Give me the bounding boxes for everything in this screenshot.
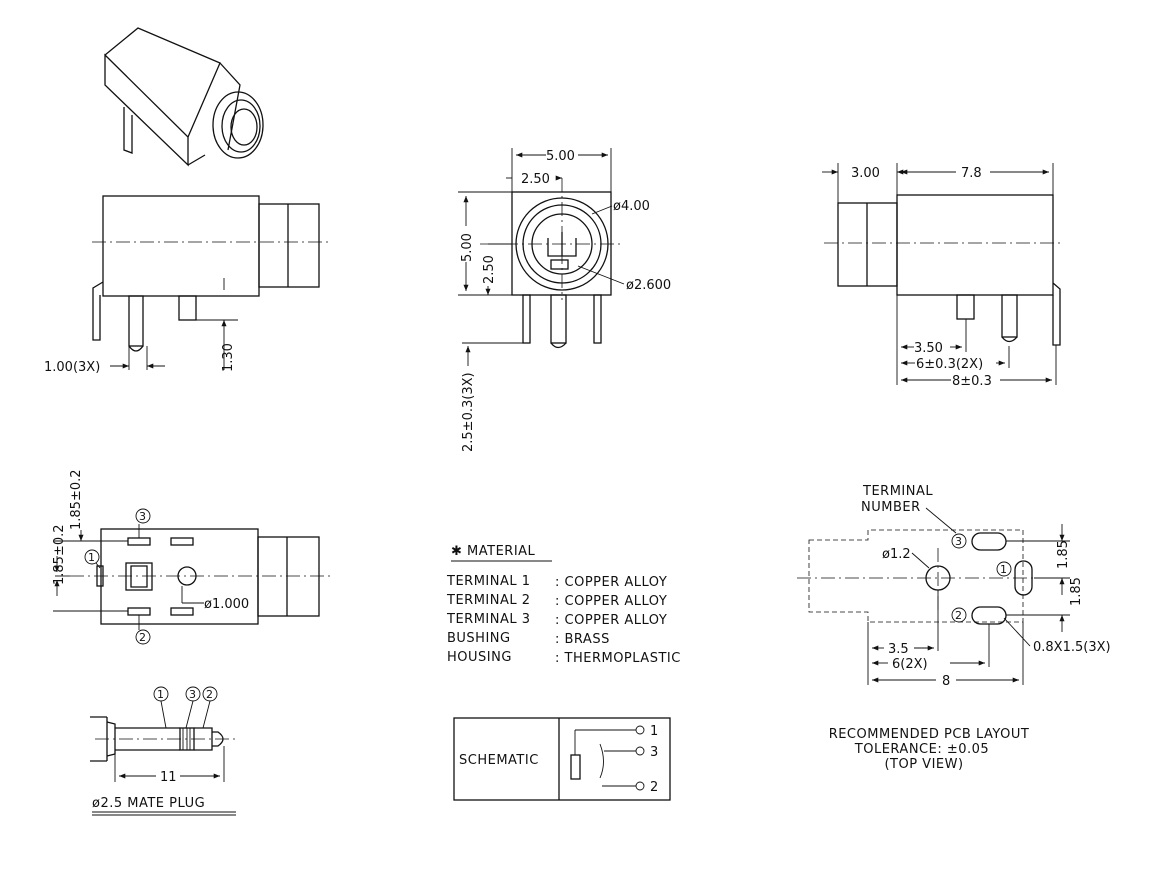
dim-plug-11: 11 bbox=[160, 770, 177, 785]
dim-bottom-185b: 1.85±0.2 bbox=[69, 469, 84, 530]
dim-pin-width: 1.00(3X) bbox=[44, 360, 100, 375]
dim-half-width: 2.50 bbox=[521, 172, 550, 187]
material-value: : COPPER ALLOY bbox=[555, 594, 667, 609]
bottom-view: ø1.000 3 1 2 1.85±0.2 1.85±0.2 bbox=[52, 469, 330, 645]
plug-callout-1: 1 bbox=[157, 688, 164, 701]
dim-bottom-dia: ø1.000 bbox=[204, 597, 249, 612]
material-rows: TERMINAL 1 : COPPER ALLOY TERMINAL 2 : COPP… bbox=[446, 574, 681, 666]
dim-pcb-8: 8 bbox=[942, 674, 950, 689]
material-value: : THERMOPLASTIC bbox=[555, 651, 681, 666]
material-part: TERMINAL 1 bbox=[446, 574, 531, 589]
pcb-layout: TERMINAL NUMBER 3 1 2 ø1.2 1.85 1.85 0.8… bbox=[797, 484, 1111, 772]
material-part: TERMINAL 2 bbox=[446, 593, 531, 608]
material-part: TERMINAL 3 bbox=[446, 612, 531, 627]
dim-pcb-35: 3.5 bbox=[888, 642, 909, 657]
mate-plug: 1 3 2 11 ø2.5 MATE PLUG bbox=[90, 686, 236, 816]
callout-3: 3 bbox=[139, 510, 146, 523]
material-heading: ✱ MATERIAL bbox=[451, 544, 536, 559]
dim-bottom-185a: 1.85±0.2 bbox=[52, 524, 67, 585]
pcb-caption-line2: TOLERANCE: ±0.05 bbox=[854, 742, 989, 757]
dim-pcb-6: 6(2X) bbox=[892, 657, 928, 672]
dim-pin-length: 2.5±0.3(3X) bbox=[461, 372, 476, 452]
pcb-caption-line3: (TOP VIEW) bbox=[884, 757, 963, 772]
mate-plug-caption: ø2.5 MATE PLUG bbox=[92, 796, 205, 811]
pcb-callout-3: 3 bbox=[955, 535, 962, 548]
dim-dia-inner: ø2.600 bbox=[626, 278, 671, 293]
dim-width-5: 5.00 bbox=[546, 149, 575, 164]
material-value: : COPPER ALLOY bbox=[555, 613, 667, 628]
callout-2: 2 bbox=[139, 631, 146, 644]
material-value: : COPPER ALLOY bbox=[555, 575, 667, 590]
dim-3-50: 3.50 bbox=[914, 341, 943, 356]
schematic-label: SCHEMATIC bbox=[459, 753, 539, 768]
material-value: : BRASS bbox=[555, 632, 610, 647]
material-part: BUSHING bbox=[447, 631, 511, 646]
schematic-box: SCHEMATIC 1 3 2 bbox=[453, 717, 671, 801]
dim-pcb-185a: 1.85 bbox=[1056, 540, 1071, 569]
dim-height-5: 5.00 bbox=[460, 233, 475, 262]
dim-pcb-dia: ø1.2 bbox=[882, 547, 911, 562]
schematic-pin-2: 2 bbox=[650, 780, 658, 795]
plug-callout-2: 2 bbox=[206, 688, 213, 701]
dim-1-30: 1.30 bbox=[221, 343, 236, 372]
material-table: ✱ MATERIAL TERMINAL 1: COPPER ALLOYTERMI… bbox=[446, 544, 681, 666]
dim-6-2x: 6±0.3(2X) bbox=[916, 357, 983, 372]
dim-pcb-slot: 0.8X1.5(3X) bbox=[1033, 640, 1111, 655]
plug-callout-3: 3 bbox=[189, 688, 196, 701]
callout-1: 1 bbox=[88, 551, 95, 564]
dim-half-height: 2.50 bbox=[482, 255, 497, 284]
front-view: 5.00 2.50 5.00 2.50 ø4.00 ø2.600 2.5±0.3… bbox=[458, 148, 671, 452]
left-side-view: 1.00(3X) 1.30 bbox=[44, 195, 332, 375]
pcb-callout-2: 2 bbox=[955, 609, 962, 622]
terminal-number-line1: TERMINAL bbox=[862, 484, 933, 499]
schematic-pin-3: 3 bbox=[650, 745, 658, 760]
dim-pcb-185b: 1.85 bbox=[1069, 577, 1084, 606]
dim-dia-outer: ø4.00 bbox=[613, 199, 650, 214]
material-part: HOUSING bbox=[447, 650, 512, 665]
pcb-callout-1: 1 bbox=[1000, 563, 1007, 576]
pcb-caption-line1: RECOMMENDED PCB LAYOUT bbox=[829, 727, 1030, 742]
dim-7-8: 7.8 bbox=[961, 166, 982, 181]
terminal-number-line2: NUMBER bbox=[861, 500, 921, 515]
dim-3: 3.00 bbox=[851, 166, 880, 181]
dim-8: 8±0.3 bbox=[952, 374, 992, 389]
schematic-pin-1: 1 bbox=[650, 724, 658, 739]
right-side-view: 3.00 7.8 3.50 6±0.3(2X) 8±0.3 bbox=[822, 163, 1064, 389]
isometric-view bbox=[104, 27, 264, 167]
